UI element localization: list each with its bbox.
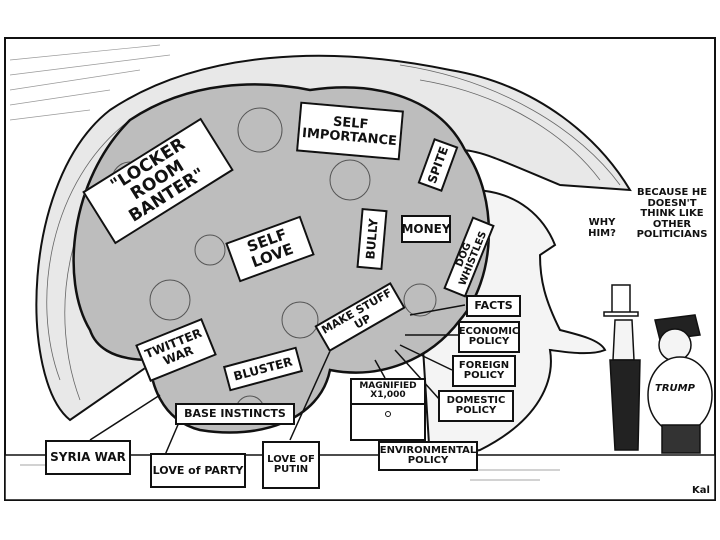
shirt-text: TRUMP <box>655 383 695 394</box>
speech-uncle-sam: WHY HIM? <box>588 217 616 239</box>
pointer-arrows <box>89 304 466 456</box>
label-syria-war: SYRIA WAR <box>45 440 131 475</box>
label-facts: FACTS <box>466 295 521 317</box>
hatched-background <box>9 44 171 121</box>
label-environmental-policy: ENVIRONMENTAL POLICY <box>378 441 478 471</box>
speech-supporter: BECAUSE HE DOESN'T THINK LIKE OTHER POLI… <box>636 187 708 240</box>
label-base-instincts: BASE INSTINCTS <box>175 403 295 425</box>
label-love-of-putin: LOVE OF PUTIN <box>262 441 320 489</box>
label-foreign-policy: FOREIGN POLICY <box>452 355 516 387</box>
label-self-importance: SELF IMPORTANCE <box>296 101 404 161</box>
label-bully: BULLY <box>356 207 388 271</box>
label-love-of-party: LOVE of PARTY <box>150 453 246 488</box>
magnified-caption: MAGNIFIED X1,000 <box>352 380 424 405</box>
label-economic-policy: ECONOMIC POLICY <box>458 321 520 353</box>
label-money: MONEY <box>401 215 451 243</box>
magnified-dot-icon <box>385 410 391 417</box>
artist-signature: Kal <box>692 485 710 496</box>
trump-supporter <box>647 314 713 454</box>
uncle-sam <box>603 284 641 451</box>
label-domestic-policy: DOMESTIC POLICY <box>438 390 514 422</box>
label-magnified: MAGNIFIED X1,000 <box>350 378 426 441</box>
